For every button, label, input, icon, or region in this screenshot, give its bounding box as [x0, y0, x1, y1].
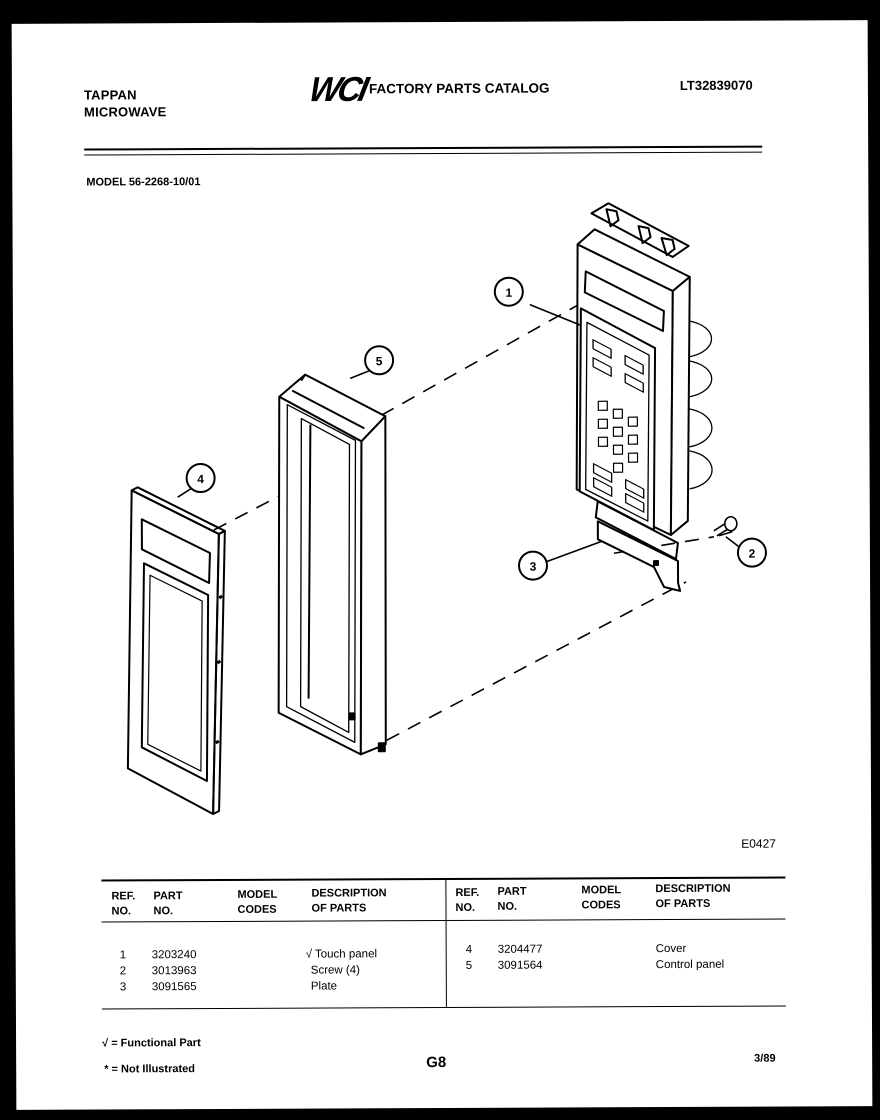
- figure-code: E0427: [741, 836, 776, 851]
- catalog-date: 3/89: [754, 1052, 776, 1065]
- callout-2-label: 2: [749, 547, 756, 561]
- callout-4-label: 4: [197, 472, 204, 486]
- callout-labels: 1 2 3 4 5: [197, 286, 756, 574]
- screw-part: [713, 515, 738, 537]
- callout-1-label: 1: [505, 286, 512, 300]
- callout-3-label: 3: [530, 560, 537, 574]
- cover-part: [126, 486, 226, 816]
- header-ref-left: REF.NO.: [111, 890, 136, 918]
- exploded-diagram: 1 2 3 4 5: [126, 202, 767, 816]
- header-ref-right: REF.NO.: [455, 886, 480, 914]
- page-number: G8: [426, 1053, 447, 1072]
- touch-panel-part: [575, 202, 713, 592]
- callouts: [185, 276, 767, 581]
- control-panel-frame: [277, 373, 387, 756]
- callout-5-label: 5: [376, 354, 383, 368]
- legend-functional-part: √ = Functional Part: [102, 1037, 201, 1050]
- legend-not-illustrated: * = Not Illustrated: [104, 1063, 196, 1076]
- catalog-page: TAPPAN MICROWAVE WCI FACTORY PARTS CATAL…: [11, 20, 873, 1110]
